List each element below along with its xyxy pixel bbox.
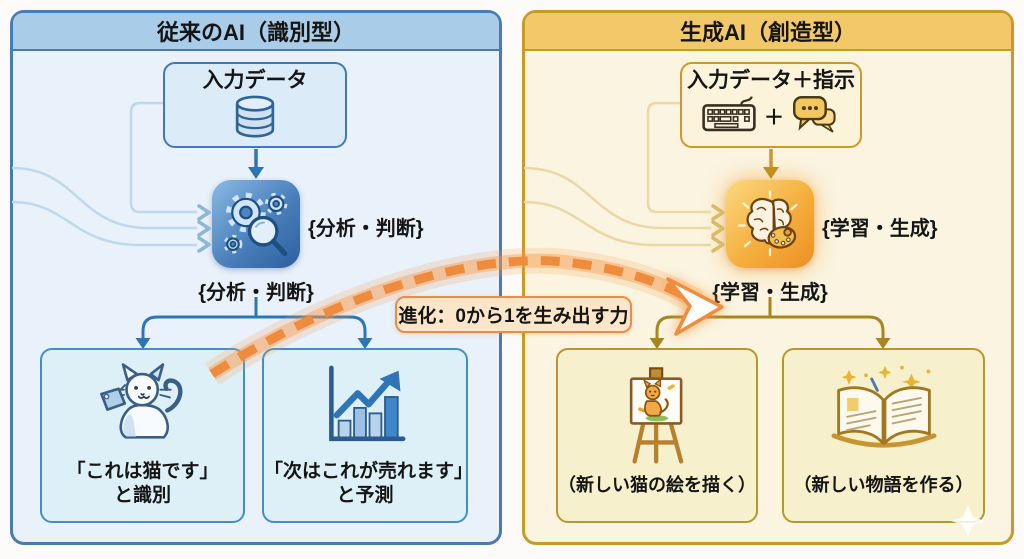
gears-magnifier-icon bbox=[223, 192, 288, 257]
brain-palette-icon bbox=[737, 190, 798, 257]
easel-cat-painting-icon bbox=[601, 350, 713, 474]
keyboard-icon bbox=[702, 96, 756, 132]
output-identify-box: 「これは猫です」 と識別 bbox=[40, 348, 245, 523]
input-icons-row: ＋ bbox=[701, 93, 841, 137]
evolution-label: 進化：0から1を生み出す力 bbox=[395, 296, 632, 333]
cat-with-tag-icon bbox=[87, 350, 199, 460]
generation-side-label: {学習・生成} bbox=[822, 218, 938, 240]
input-data-box: 入力データ bbox=[163, 62, 347, 148]
plus-sign: ＋ bbox=[764, 106, 784, 129]
output-identify-caption: 「これは猫です」 と識別 bbox=[66, 460, 219, 507]
database-icon bbox=[235, 95, 275, 138]
open-book-sparkles-icon bbox=[820, 350, 948, 474]
analysis-side-label: {分析・判断} bbox=[308, 218, 424, 240]
chat-bubbles-icon bbox=[793, 96, 836, 133]
panel-traditional-title: 従来のAI（識別型） bbox=[13, 13, 499, 51]
analysis-process-box bbox=[212, 180, 300, 268]
generation-process-box bbox=[726, 180, 814, 268]
panel-generative-title: 生成AI（創造型） bbox=[525, 13, 1011, 51]
input-data-instruction-box: 入力データ＋指示 ＋ bbox=[680, 62, 862, 148]
analysis-below-label: {分析・判断} bbox=[198, 282, 314, 304]
output-draw-cat-caption: （新しい猫の絵を描く） bbox=[558, 474, 756, 495]
output-write-story-caption: （新しい物語を作る） bbox=[793, 474, 974, 495]
output-predict-caption: 「次はこれが売れます」 と予測 bbox=[264, 460, 474, 507]
input-data-label: 入力データ bbox=[202, 69, 308, 92]
generation-below-label: {学習・生成} bbox=[712, 282, 828, 304]
input-data-instruction-label: 入力データ＋指示 bbox=[687, 69, 855, 92]
rising-chart-icon bbox=[313, 350, 417, 460]
output-write-story-box: （新しい物語を作る） bbox=[782, 348, 985, 523]
output-draw-cat-box: （新しい猫の絵を描く） bbox=[556, 348, 758, 523]
output-predict-box: 「次はこれが売れます」 と予測 bbox=[262, 348, 474, 523]
